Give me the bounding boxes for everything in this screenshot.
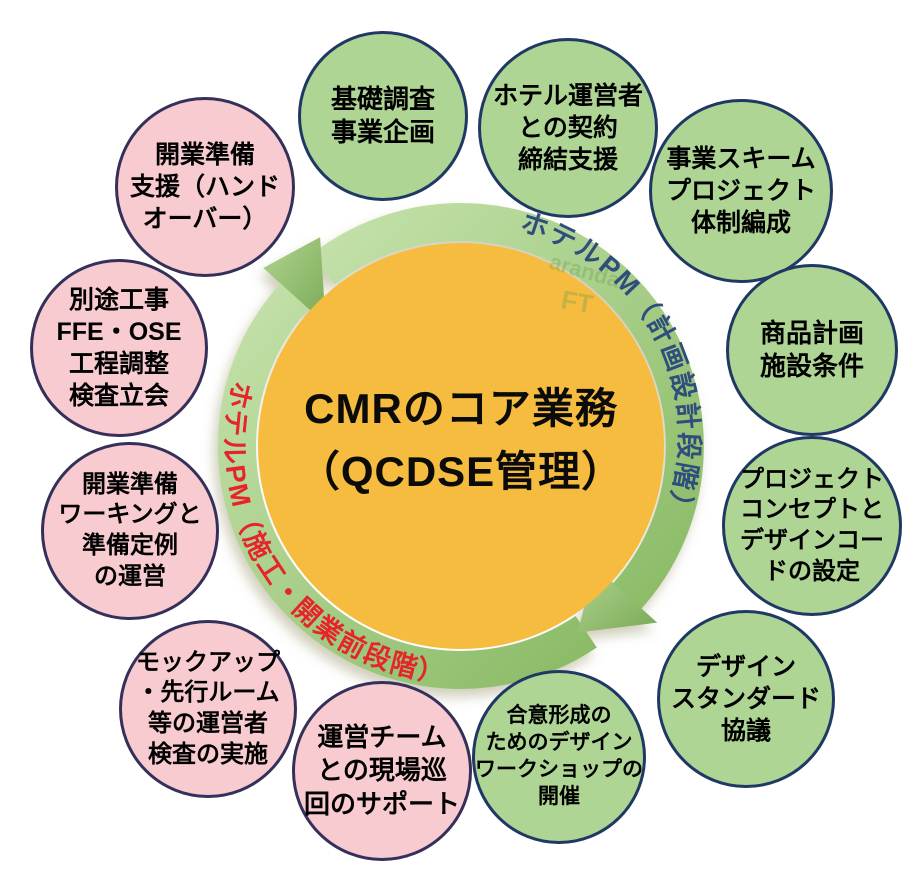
bubble-line: 施設条件 bbox=[759, 351, 864, 381]
bubble-line: ワークショップの bbox=[475, 758, 643, 781]
bubble-site-patrol: 運営チーム との現場巡 回のサポート bbox=[292, 681, 472, 861]
ring-arc-planning bbox=[311, 203, 704, 612]
bubble-line: 運営チーム bbox=[317, 722, 447, 753]
bubble-line: 協議 bbox=[720, 717, 771, 745]
bubble-project-concept: プロジェクト コンセプトと デザインコー ドの設定 bbox=[722, 436, 902, 616]
bubble-line: プロジェクト bbox=[740, 465, 884, 493]
bubble-line: プロジェクト bbox=[665, 177, 816, 205]
bubble-line: ・先行ルーム bbox=[136, 679, 280, 707]
core-task-line1: CMRのコア業務 bbox=[304, 385, 618, 432]
bubble-line: 支援（ハンド bbox=[129, 173, 280, 201]
bubble-line: 準備定例 bbox=[82, 532, 178, 559]
watermark-text: FT bbox=[559, 284, 596, 319]
bubble-line: 開業準備 bbox=[154, 141, 255, 169]
bubble-line: 締結支援 bbox=[517, 146, 618, 174]
bubble-line: 検査立会 bbox=[68, 382, 169, 410]
bubble-basic-research: 基礎調査 事業企画 bbox=[298, 31, 468, 201]
core-task-label: CMRのコア業務 （QCDSE管理） bbox=[261, 240, 661, 640]
bubble-product-plan: 商品計画 施設条件 bbox=[726, 264, 898, 436]
bubble-design-standard: デザイン スタンダード 協議 bbox=[657, 610, 835, 788]
bubble-line: 開催 bbox=[538, 784, 580, 808]
bubble-line: 事業スキーム bbox=[666, 145, 816, 173]
bubble-line: FFE・OSE bbox=[56, 318, 182, 346]
bubble-line: 開業準備 bbox=[82, 470, 178, 498]
bubble-business-scheme: 事業スキーム プロジェクト 体制編成 bbox=[649, 99, 833, 283]
bubble-line: コンセプトと bbox=[740, 496, 884, 524]
bubble-line: 基礎調査 bbox=[330, 83, 435, 114]
bubble-line: スタンダード bbox=[670, 685, 821, 713]
bubble-line: オーバー） bbox=[142, 205, 268, 233]
bubble-line: ホテル運営者 bbox=[492, 82, 643, 110]
bubble-line: 商品計画 bbox=[759, 317, 864, 348]
bubble-line: 検査の実施 bbox=[148, 740, 268, 768]
bubble-line: 別途工事 bbox=[68, 286, 169, 314]
bubble-line: 回のサポート bbox=[303, 788, 460, 819]
cycle-arrows bbox=[217, 203, 704, 689]
bubble-line: 等の運営者 bbox=[148, 710, 268, 737]
core-task-line2: （QCDSE管理） bbox=[297, 448, 625, 495]
bubble-line: の運営 bbox=[94, 562, 166, 590]
ring-arc-construction bbox=[217, 277, 597, 689]
bubble-line: デザイン bbox=[695, 653, 796, 681]
bubble-line: 工程調整 bbox=[68, 350, 169, 378]
bubble-line: との現場巡 bbox=[317, 755, 447, 786]
bubble-line: デザインコー bbox=[740, 527, 884, 554]
bubble-line: 合意形成の bbox=[506, 704, 612, 728]
bubble-separate-construction: 別途工事 FFE・OSE 工程調整 検査立会 bbox=[30, 259, 208, 437]
bubble-opening-working: 開業準備 ワーキングと 準備定例 の運営 bbox=[41, 442, 219, 620]
bubble-operator-contract: ホテル運営者 との契約 締結支援 bbox=[478, 38, 658, 218]
bubble-line: 体制編成 bbox=[690, 209, 791, 237]
bubble-mockup-inspection: モックアップ ・先行ルーム 等の運営者 検査の実施 bbox=[119, 620, 297, 798]
bubble-line: ワーキングと bbox=[58, 501, 202, 529]
bubble-line: ためのデザイン bbox=[485, 731, 633, 755]
bubble-handover-support: 開業準備 支援（ハンド オーバー） bbox=[115, 97, 295, 277]
bubble-line: モックアップ bbox=[136, 648, 280, 676]
bubble-line: との契約 bbox=[518, 114, 618, 142]
arrowhead-top-left-icon bbox=[263, 237, 326, 325]
bubble-design-workshop: 合意形成の ためのデザイン ワークショップの 開催 bbox=[472, 670, 646, 844]
core-circle bbox=[258, 243, 664, 649]
bubble-line: ドの設定 bbox=[764, 557, 860, 585]
bubble-line: 事業企画 bbox=[330, 117, 435, 147]
